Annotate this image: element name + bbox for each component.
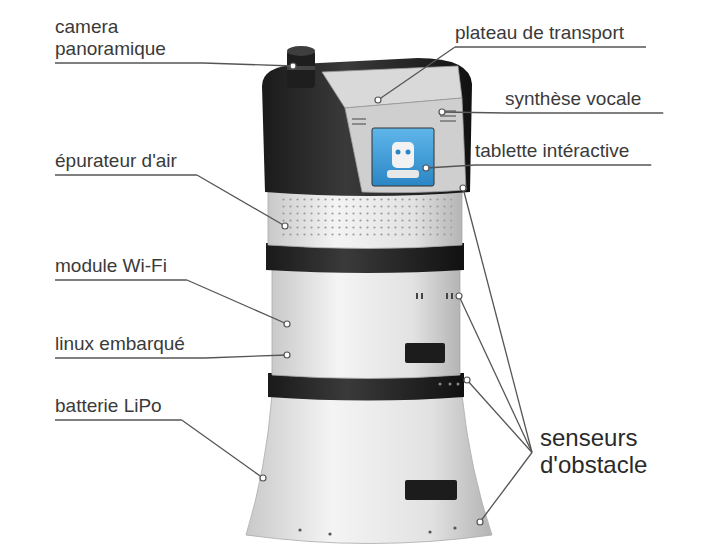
leader-dot [439, 109, 445, 115]
callout-label: tablette intéractive [475, 140, 629, 165]
leader-line [197, 175, 285, 226]
leader-dot [290, 63, 296, 69]
leader-line [203, 63, 293, 66]
leader-line [442, 112, 505, 113]
leader-line [55, 62, 203, 63]
leader-line [205, 355, 287, 358]
callout-label: linux embarqué [55, 333, 185, 358]
leader-line [182, 420, 263, 478]
leader-line [467, 380, 532, 453]
leader-line [55, 279, 187, 280]
leader-dot [460, 185, 466, 191]
callout-label: plateau de transport [455, 22, 624, 47]
leader-line [475, 164, 651, 165]
leader-line [455, 46, 646, 47]
leader-dot [477, 519, 483, 525]
callout-label: camera panoramique [55, 16, 183, 63]
leader-line [55, 174, 197, 175]
leader-dot [284, 352, 290, 358]
leader-dot [423, 165, 429, 171]
leader-dot [456, 293, 462, 299]
callout-label: épurateur d'air [55, 150, 177, 175]
callout-label: module Wi-Fi [55, 255, 167, 280]
leader-line [463, 188, 532, 453]
leader-line [378, 47, 455, 100]
leader-line [55, 419, 182, 420]
leader-dot [284, 321, 290, 327]
callout-label-large: senseurs d'obstacle [540, 424, 690, 481]
leader-dot [464, 377, 470, 383]
leader-line [426, 165, 475, 168]
leader-line [55, 357, 205, 358]
leader-dot [282, 223, 288, 229]
leader-line [459, 296, 532, 453]
leader-dot [260, 475, 266, 481]
leader-dot [375, 97, 381, 103]
callout-label: batterie LiPo [55, 395, 162, 420]
callout-label: synthèse vocale [505, 88, 641, 113]
leader-line [187, 280, 287, 324]
leader-line [505, 112, 663, 113]
leader-line [480, 453, 532, 523]
